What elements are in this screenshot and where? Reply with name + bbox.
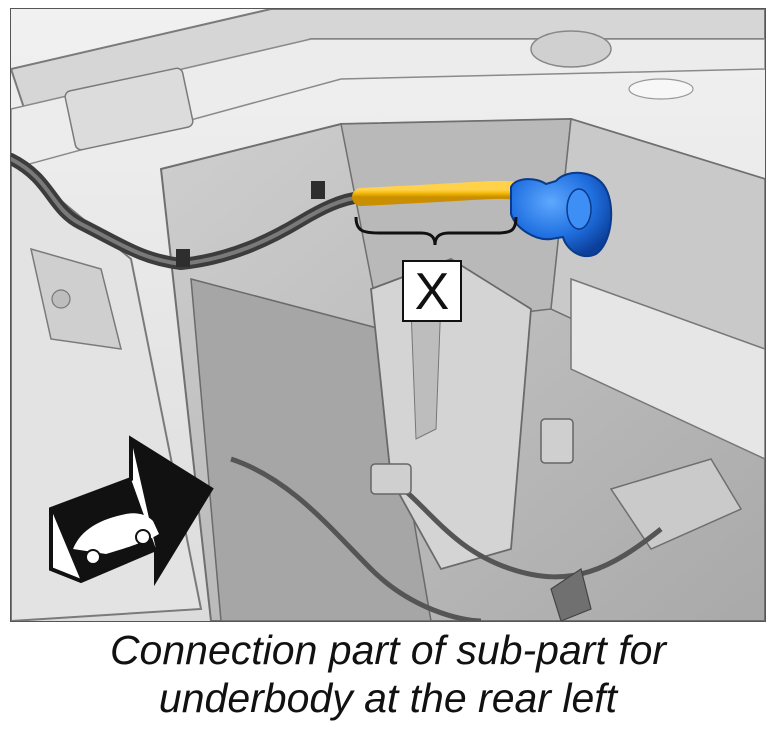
connector-face: [566, 188, 592, 230]
cable-clip-center: [540, 418, 574, 464]
bracket-top-left: [64, 67, 194, 151]
harness-clip-2: [311, 181, 325, 199]
callout-box: [402, 260, 462, 322]
panel-hole: [628, 78, 694, 100]
highlighted-harness-section: [352, 180, 525, 206]
car-wheel-rear: [85, 549, 101, 565]
cable-clip-bottom: [550, 568, 592, 621]
lower-cable-right: [389, 477, 663, 580]
vehicle-front-direction-icon: [49, 435, 214, 587]
span-brace: [354, 216, 518, 246]
illustration: X: [10, 8, 766, 622]
tub-left-wall: [190, 278, 432, 621]
right-shelf: [570, 277, 765, 460]
clip-housing-right: [609, 458, 743, 550]
illustration-svg: X: [11, 9, 765, 621]
caption-line-2: underbody at the rear left: [158, 675, 618, 721]
figure-caption: Connection part of sub-part for underbod…: [0, 626, 776, 722]
panel-boss: [530, 30, 612, 68]
caption-line-1: Connection part of sub-part for: [109, 627, 667, 673]
side-panel-recess: [29, 247, 122, 350]
upper-flange: [11, 38, 765, 170]
callout-label: X: [415, 263, 450, 321]
cable-clip-left: [370, 463, 412, 495]
arrow-head-fill: [131, 439, 211, 579]
lower-cable-left: [230, 456, 482, 621]
car-silhouette: [73, 513, 159, 554]
car-wheel-front: [135, 529, 151, 545]
harness-clip-1: [176, 249, 190, 267]
side-panel-hole: [51, 289, 71, 309]
